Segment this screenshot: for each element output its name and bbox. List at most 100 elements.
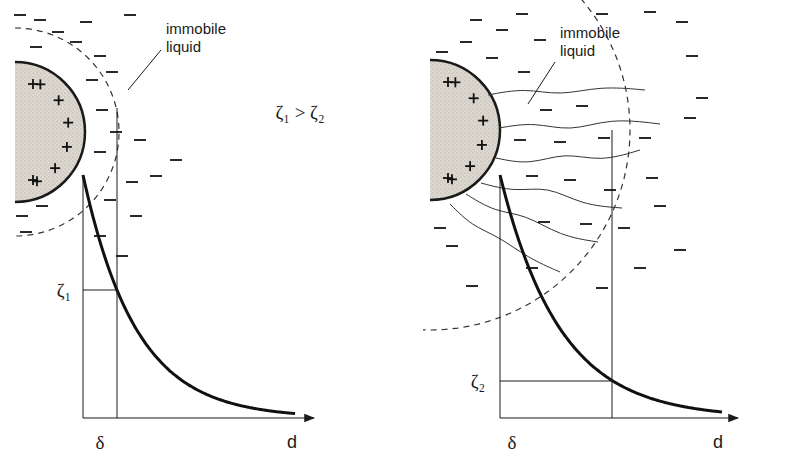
negative-ion — [134, 139, 146, 141]
distance-label: δ — [96, 433, 105, 452]
negative-ion — [36, 205, 48, 207]
shear-plane — [15, 28, 119, 236]
shear-distance-line — [612, 130, 613, 418]
negative-ion — [86, 79, 98, 81]
negative-ion — [16, 215, 28, 217]
negative-ion — [434, 227, 446, 229]
negative-ion — [644, 11, 656, 13]
distance-axis — [500, 417, 738, 418]
negative-ion — [676, 21, 688, 23]
negative-ion — [684, 117, 696, 119]
comparison-label: ζ₁ > ζ₂ — [275, 103, 324, 122]
positive-charge — [443, 77, 453, 87]
particle — [15, 62, 85, 202]
polymer-chain — [466, 194, 598, 242]
negative-ion — [496, 29, 508, 31]
positive-charge — [28, 175, 38, 185]
negative-ion — [580, 223, 592, 225]
negative-ion — [470, 19, 482, 21]
negative-ion — [446, 245, 458, 247]
axis-line — [83, 175, 84, 418]
potential-curve — [500, 175, 722, 412]
positive-charge — [465, 161, 475, 171]
negative-ion — [674, 249, 686, 251]
negative-ion — [106, 71, 118, 73]
polymer-chain — [496, 150, 640, 162]
axis-label: d — [713, 433, 723, 451]
negative-ion — [436, 51, 448, 53]
positive-charge — [478, 116, 488, 126]
positive-charge — [54, 95, 64, 105]
negative-ion — [518, 71, 530, 73]
negative-ion — [576, 105, 588, 107]
particle-outline — [430, 60, 500, 200]
negative-ion — [94, 55, 106, 57]
zeta-label: ζ₁ — [57, 281, 72, 300]
positive-charge — [62, 142, 72, 152]
negative-ion — [170, 159, 182, 161]
negative-ion — [104, 199, 116, 201]
potential-curve — [83, 175, 295, 414]
zeta-level-line — [83, 290, 117, 291]
zeta-level-line — [500, 381, 612, 382]
zeta-label: ζ₂ — [471, 372, 486, 391]
shear-distance-line — [117, 108, 118, 418]
negative-ion — [94, 235, 106, 237]
negative-ion — [538, 221, 550, 223]
axis-label: d — [287, 433, 297, 451]
leader-line — [528, 62, 555, 104]
negative-ion — [634, 267, 646, 269]
negative-ion — [116, 255, 128, 257]
negative-ion — [150, 175, 162, 177]
positive-charge — [63, 118, 73, 128]
negative-ion — [80, 21, 92, 23]
negative-ion — [96, 109, 108, 111]
negative-ion — [646, 177, 658, 179]
negative-ion — [20, 231, 32, 233]
negative-ion — [52, 31, 64, 33]
negative-ion — [598, 137, 610, 139]
negative-ion — [460, 41, 472, 43]
negative-ion — [618, 227, 630, 229]
negative-ion — [130, 215, 142, 217]
negative-ion — [564, 179, 576, 181]
negative-ion — [526, 267, 538, 269]
negative-ion — [466, 285, 478, 287]
negative-ion — [124, 14, 136, 16]
negative-ion — [604, 189, 616, 191]
negative-ion — [486, 57, 498, 59]
negative-ion — [34, 19, 46, 21]
negative-ion — [514, 139, 526, 141]
negative-ion — [554, 141, 566, 143]
negative-ion — [516, 13, 528, 15]
region-label: immobile liquid — [560, 24, 636, 60]
negative-ion — [534, 39, 546, 41]
particle-outline — [15, 62, 85, 202]
polymer-chain — [450, 204, 560, 272]
positive-charge — [28, 79, 38, 89]
negative-ion — [639, 137, 651, 139]
polymer-chain — [499, 121, 660, 128]
negative-ion — [526, 175, 538, 177]
positive-charge — [443, 173, 453, 183]
negative-ion — [654, 205, 666, 207]
axis-line — [500, 175, 501, 418]
negative-ion — [596, 13, 608, 15]
positive-charge — [50, 163, 60, 173]
negative-ion — [596, 287, 608, 289]
negative-ion — [14, 14, 26, 16]
negative-ion — [70, 41, 82, 43]
region-label: immobile liquid — [166, 20, 242, 56]
negative-ion — [696, 97, 708, 99]
negative-ion — [686, 55, 698, 57]
particle — [430, 60, 500, 200]
positive-charge — [477, 140, 487, 150]
polymer-chain — [488, 88, 645, 95]
shear-plane — [423, 0, 630, 330]
distance-axis — [83, 417, 314, 418]
leader-line — [128, 50, 161, 90]
negative-ion — [30, 46, 42, 48]
positive-charge — [469, 93, 479, 103]
